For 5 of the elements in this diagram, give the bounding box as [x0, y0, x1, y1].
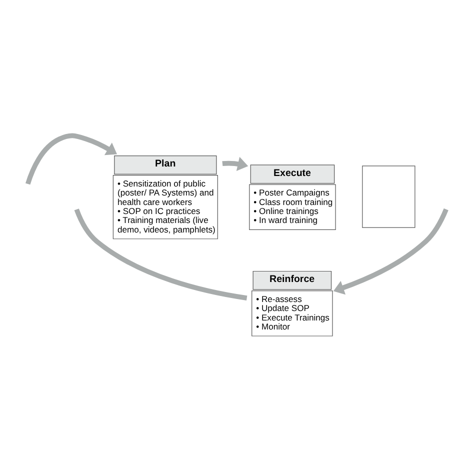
connector	[74, 208, 247, 300]
arrow	[25, 133, 117, 185]
arrow	[222, 156, 248, 171]
node-box	[362, 166, 415, 228]
arrow	[332, 208, 448, 295]
